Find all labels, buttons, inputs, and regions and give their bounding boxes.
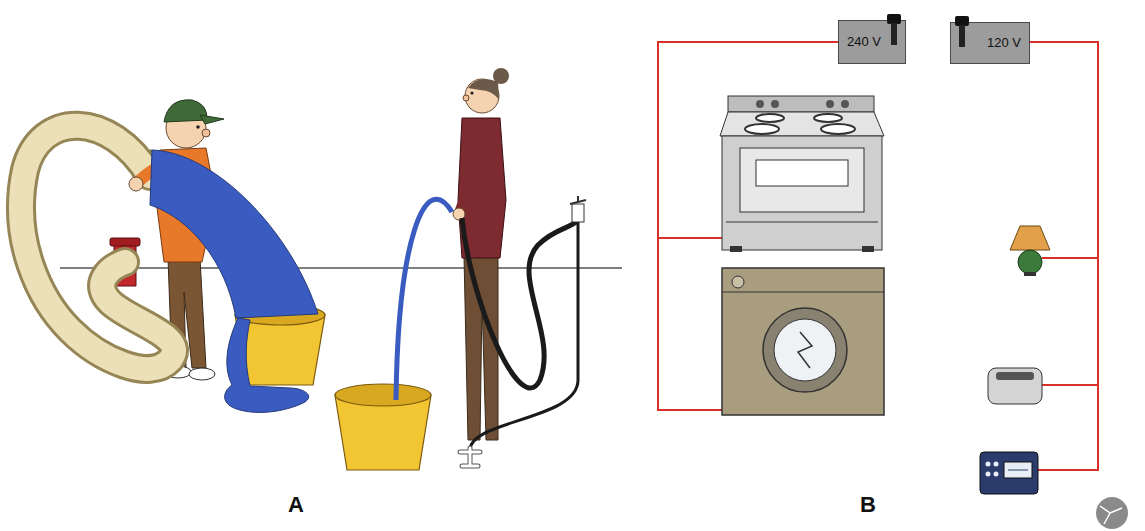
hydrant-cap xyxy=(110,238,140,246)
breaker-box: 240 V xyxy=(838,20,906,64)
stove-foot xyxy=(730,246,742,252)
voltage-label: 240 V xyxy=(847,34,881,50)
wall-faucet xyxy=(572,204,584,222)
burner xyxy=(814,114,842,122)
stove-knob xyxy=(841,100,849,108)
woman-arm xyxy=(460,140,478,210)
woman-legs xyxy=(464,256,498,440)
washer xyxy=(722,268,884,415)
voltage-label: 120 V xyxy=(987,35,1021,51)
faucet-handle xyxy=(570,196,586,204)
washer-window xyxy=(774,319,836,381)
stove-drawer xyxy=(726,222,878,223)
radio-button xyxy=(994,472,999,477)
washer-body xyxy=(722,268,884,415)
stove-body xyxy=(722,136,882,250)
washer-glint xyxy=(798,332,812,368)
woman-figure xyxy=(453,68,509,440)
stove-top xyxy=(720,112,884,136)
panel-label: B xyxy=(860,492,876,518)
radio-button xyxy=(994,462,999,467)
bucket-rim xyxy=(335,384,431,406)
woman-bun xyxy=(493,68,509,84)
stove-foot xyxy=(862,246,874,252)
corner-icon-crack xyxy=(1100,506,1122,524)
stove xyxy=(720,96,884,252)
stove-knob xyxy=(771,100,779,108)
woman-nose xyxy=(463,95,469,101)
floor-line xyxy=(60,267,622,269)
burner xyxy=(745,124,779,134)
lamp-shade xyxy=(1010,226,1050,250)
thin-water-stream xyxy=(396,199,452,400)
lamp-base xyxy=(1018,250,1042,274)
breaker-box: 120 V xyxy=(950,22,1030,64)
radio-button xyxy=(986,462,991,467)
man-nose xyxy=(202,129,210,137)
clock-needle xyxy=(1008,470,1028,471)
stove-backsplash xyxy=(728,96,874,112)
woman-head xyxy=(465,79,499,113)
toaster xyxy=(988,368,1042,404)
burner xyxy=(756,114,784,122)
clock-radio xyxy=(980,452,1038,494)
woman-hair xyxy=(468,79,499,100)
corner-icon xyxy=(1096,497,1128,529)
stove-knob xyxy=(826,100,834,108)
lever-arm xyxy=(891,23,897,45)
faucet-pipe xyxy=(470,220,578,450)
washer-door xyxy=(763,308,847,392)
man-shoe xyxy=(189,368,215,380)
burner xyxy=(821,124,855,134)
woman-eye xyxy=(470,91,473,94)
washer-knob xyxy=(732,276,744,288)
lever-arm xyxy=(959,25,965,47)
panel-label: A xyxy=(288,492,304,518)
lever-grip xyxy=(887,14,901,24)
oven-window xyxy=(756,160,848,186)
water-puddle xyxy=(225,318,309,412)
cap-brim xyxy=(200,115,224,124)
ground-tap xyxy=(460,448,480,466)
breaker-lever xyxy=(954,16,970,48)
man-eye xyxy=(196,125,200,129)
man-hand xyxy=(129,177,143,191)
clock-display xyxy=(1004,462,1032,478)
stove-knob xyxy=(756,100,764,108)
toaster-slots xyxy=(996,372,1034,380)
lever-grip xyxy=(955,16,969,26)
breaker-lever xyxy=(886,14,902,46)
ground-tap-face xyxy=(460,448,480,466)
water-stream xyxy=(150,150,318,318)
oven-door xyxy=(740,148,864,212)
man-cap xyxy=(164,100,207,122)
radio-button xyxy=(986,472,991,477)
washer-panel xyxy=(722,292,884,293)
thin-hose xyxy=(462,218,578,388)
lamp-foot xyxy=(1024,272,1036,276)
